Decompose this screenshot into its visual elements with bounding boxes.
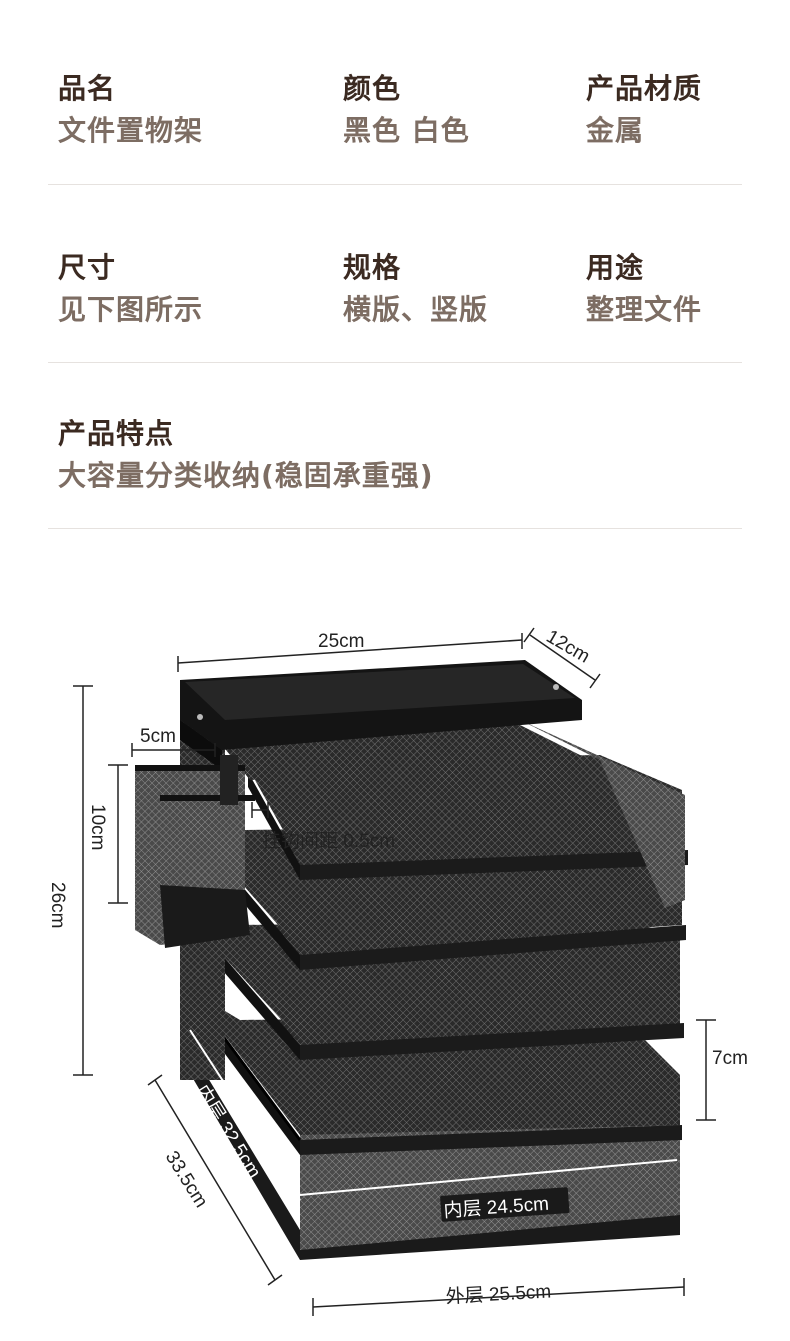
spec-row-3: 产品特点 大容量分类收纳(稳固承重强): [48, 363, 742, 529]
spec-value: 大容量分类收纳(稳固承重强): [58, 459, 434, 492]
spec-table: 品名 文件置物架 颜色 黑色 白色 产品材质 金属 尺寸 见下图所示 规格 横版…: [48, 0, 742, 529]
spec-usage: 用途 整理文件: [586, 251, 702, 327]
spec-value: 横版、竖版: [343, 293, 489, 326]
tray-1: [248, 720, 688, 908]
product-illustration: 25cm 12cm 5cm 10cm 26cm 挂钩间距 0.5cm 7cm 3…: [47, 626, 748, 1316]
spec-row-1: 品名 文件置物架 颜色 黑色 白色 产品材质 金属: [48, 0, 742, 185]
dim-outer-depth: 33.5cm: [161, 1148, 212, 1212]
spec-label: 用途: [586, 251, 645, 284]
spec-value: 文件置物架: [58, 114, 204, 147]
spec-value: 黑色 白色: [343, 114, 470, 147]
spec-value: 整理文件: [586, 293, 703, 326]
spec-value: 金属: [586, 114, 645, 147]
spec-label: 尺寸: [58, 251, 117, 284]
spec-value: 见下图所示: [58, 293, 204, 326]
dim-inner-depth: 内层 32.5cm: [191, 1081, 266, 1182]
dim-outer-width: 外层 25.5cm: [445, 1280, 552, 1307]
spec-label: 产品材质: [586, 72, 703, 105]
dim-total-height: 26cm: [47, 882, 68, 928]
dimension-lines: [73, 627, 716, 1316]
spec-label: 规格: [343, 251, 402, 284]
spec-label: 品名: [58, 72, 117, 105]
dim-hook-gap: 挂钩间距 0.5cm: [262, 830, 395, 852]
inner-dimension-lines: [189, 1029, 678, 1201]
spec-label: 颜色: [343, 72, 402, 105]
dim-top-width: 25cm: [318, 631, 364, 652]
spec-size: 尺寸 见下图所示: [58, 251, 203, 327]
spec-spec: 规格 横版、竖版: [343, 251, 488, 327]
spec-color: 颜色 黑色 白色: [343, 72, 470, 148]
side-basket: [135, 755, 255, 948]
spec-feature: 产品特点 大容量分类收纳(稳固承重强): [58, 417, 434, 493]
product-dimension-figure: 25cm 12cm 5cm 10cm 26cm 挂钩间距 0.5cm 7cm 3…: [0, 560, 790, 1341]
spec-row-2: 尺寸 见下图所示 规格 横版、竖版 用途 整理文件: [48, 185, 742, 363]
dim-basket-height: 10cm: [87, 804, 108, 850]
spec-material: 产品材质 金属: [586, 72, 702, 148]
top-shelf: [180, 660, 582, 770]
dim-layer-gap: 7cm: [712, 1048, 748, 1069]
dim-basket-width: 5cm: [140, 726, 176, 747]
spec-label: 产品特点: [58, 417, 175, 450]
spec-name: 品名 文件置物架: [58, 72, 203, 148]
